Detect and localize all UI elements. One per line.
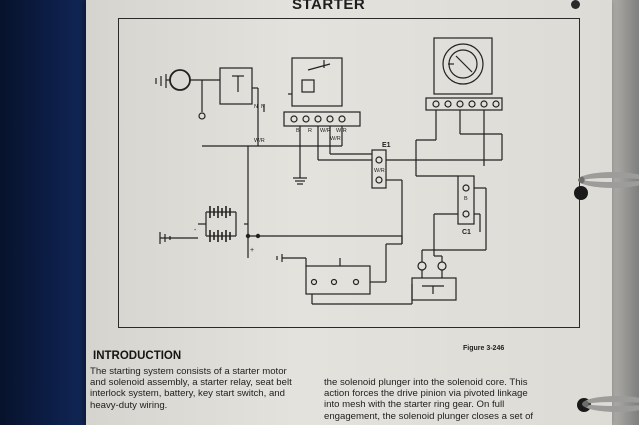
label-wr-2: W/R (330, 136, 341, 142)
interlock-connector-symbol (305, 265, 371, 295)
seat-switch-symbol (411, 261, 457, 301)
battery-symbol (198, 200, 249, 258)
key-switch-symbol (425, 37, 503, 111)
page-title: STARTER (292, 0, 366, 13)
binder-hole-top (571, 0, 580, 9)
section-heading: INTRODUCTION (93, 350, 182, 362)
label-relay-wr-2: W/R (336, 128, 347, 134)
label-b-1: B (296, 128, 300, 134)
body-text-column-2: the solenoid plunger into the solenoid c… (324, 377, 534, 422)
label-relay-wr-1: W/R (320, 128, 331, 134)
ground-symbol-motor (155, 74, 167, 88)
binder-ring-bottom (582, 396, 639, 412)
label-relay-r: R (308, 128, 312, 134)
starter-motor-symbol (166, 67, 265, 112)
label-wr-1: W/R (254, 138, 265, 144)
label-wr-3: W/R (374, 168, 385, 174)
manual-page: STARTER (86, 0, 612, 425)
starter-relay-symbol (283, 57, 361, 127)
binder-hole-middle (574, 186, 588, 200)
wiring-diagram: E1 C1 W/R R W/R W/R + - N N B W/R B W/R (155, 37, 503, 305)
binder-ring-middle (578, 172, 639, 188)
label-e1: E1 (382, 142, 391, 149)
label-minus: - (194, 227, 197, 234)
connector-e1-symbol (371, 149, 387, 189)
body-text-column-1: The starting system consists of a starte… (90, 366, 292, 411)
diagram-frame (118, 18, 580, 328)
connector-c1-symbol (457, 175, 475, 225)
figure-label: Figure 3-246 (463, 345, 505, 352)
background-left (0, 0, 95, 425)
label-c1: C1 (462, 229, 471, 236)
label-n-2: N (261, 104, 265, 110)
label-plus: + (250, 247, 254, 254)
label-n-1: N (254, 104, 258, 110)
label-b-2: B (464, 196, 468, 202)
